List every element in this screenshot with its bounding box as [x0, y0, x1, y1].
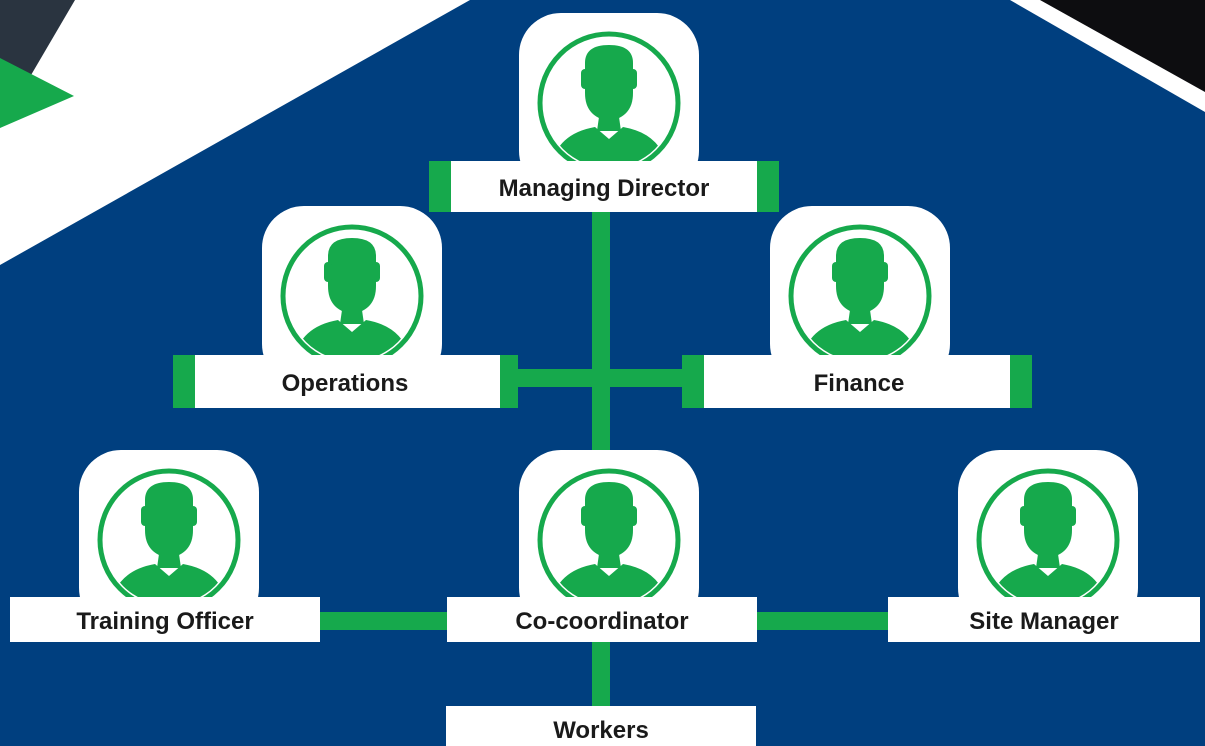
node-operations: Operations [173, 206, 518, 408]
node-label: Workers [553, 717, 649, 744]
node-label: Managing Director [499, 175, 710, 202]
node-workers: Workers [446, 706, 756, 746]
node-co-coordinator: Co-coordinator [447, 450, 757, 642]
node-label: Training Officer [76, 608, 253, 635]
node-label: Operations [282, 370, 409, 397]
node-label: Co-coordinator [515, 608, 688, 635]
node-label: Finance [814, 370, 905, 397]
top-right-decoration [1010, 0, 1205, 112]
node-site-manager: Site Manager [888, 450, 1200, 642]
node-finance: Finance [682, 206, 1032, 408]
top-left-decoration [0, 0, 470, 265]
node-managing-director: Managing Director [429, 13, 779, 212]
node-training-officer: Training Officer [10, 450, 320, 642]
node-label: Site Manager [969, 608, 1118, 635]
